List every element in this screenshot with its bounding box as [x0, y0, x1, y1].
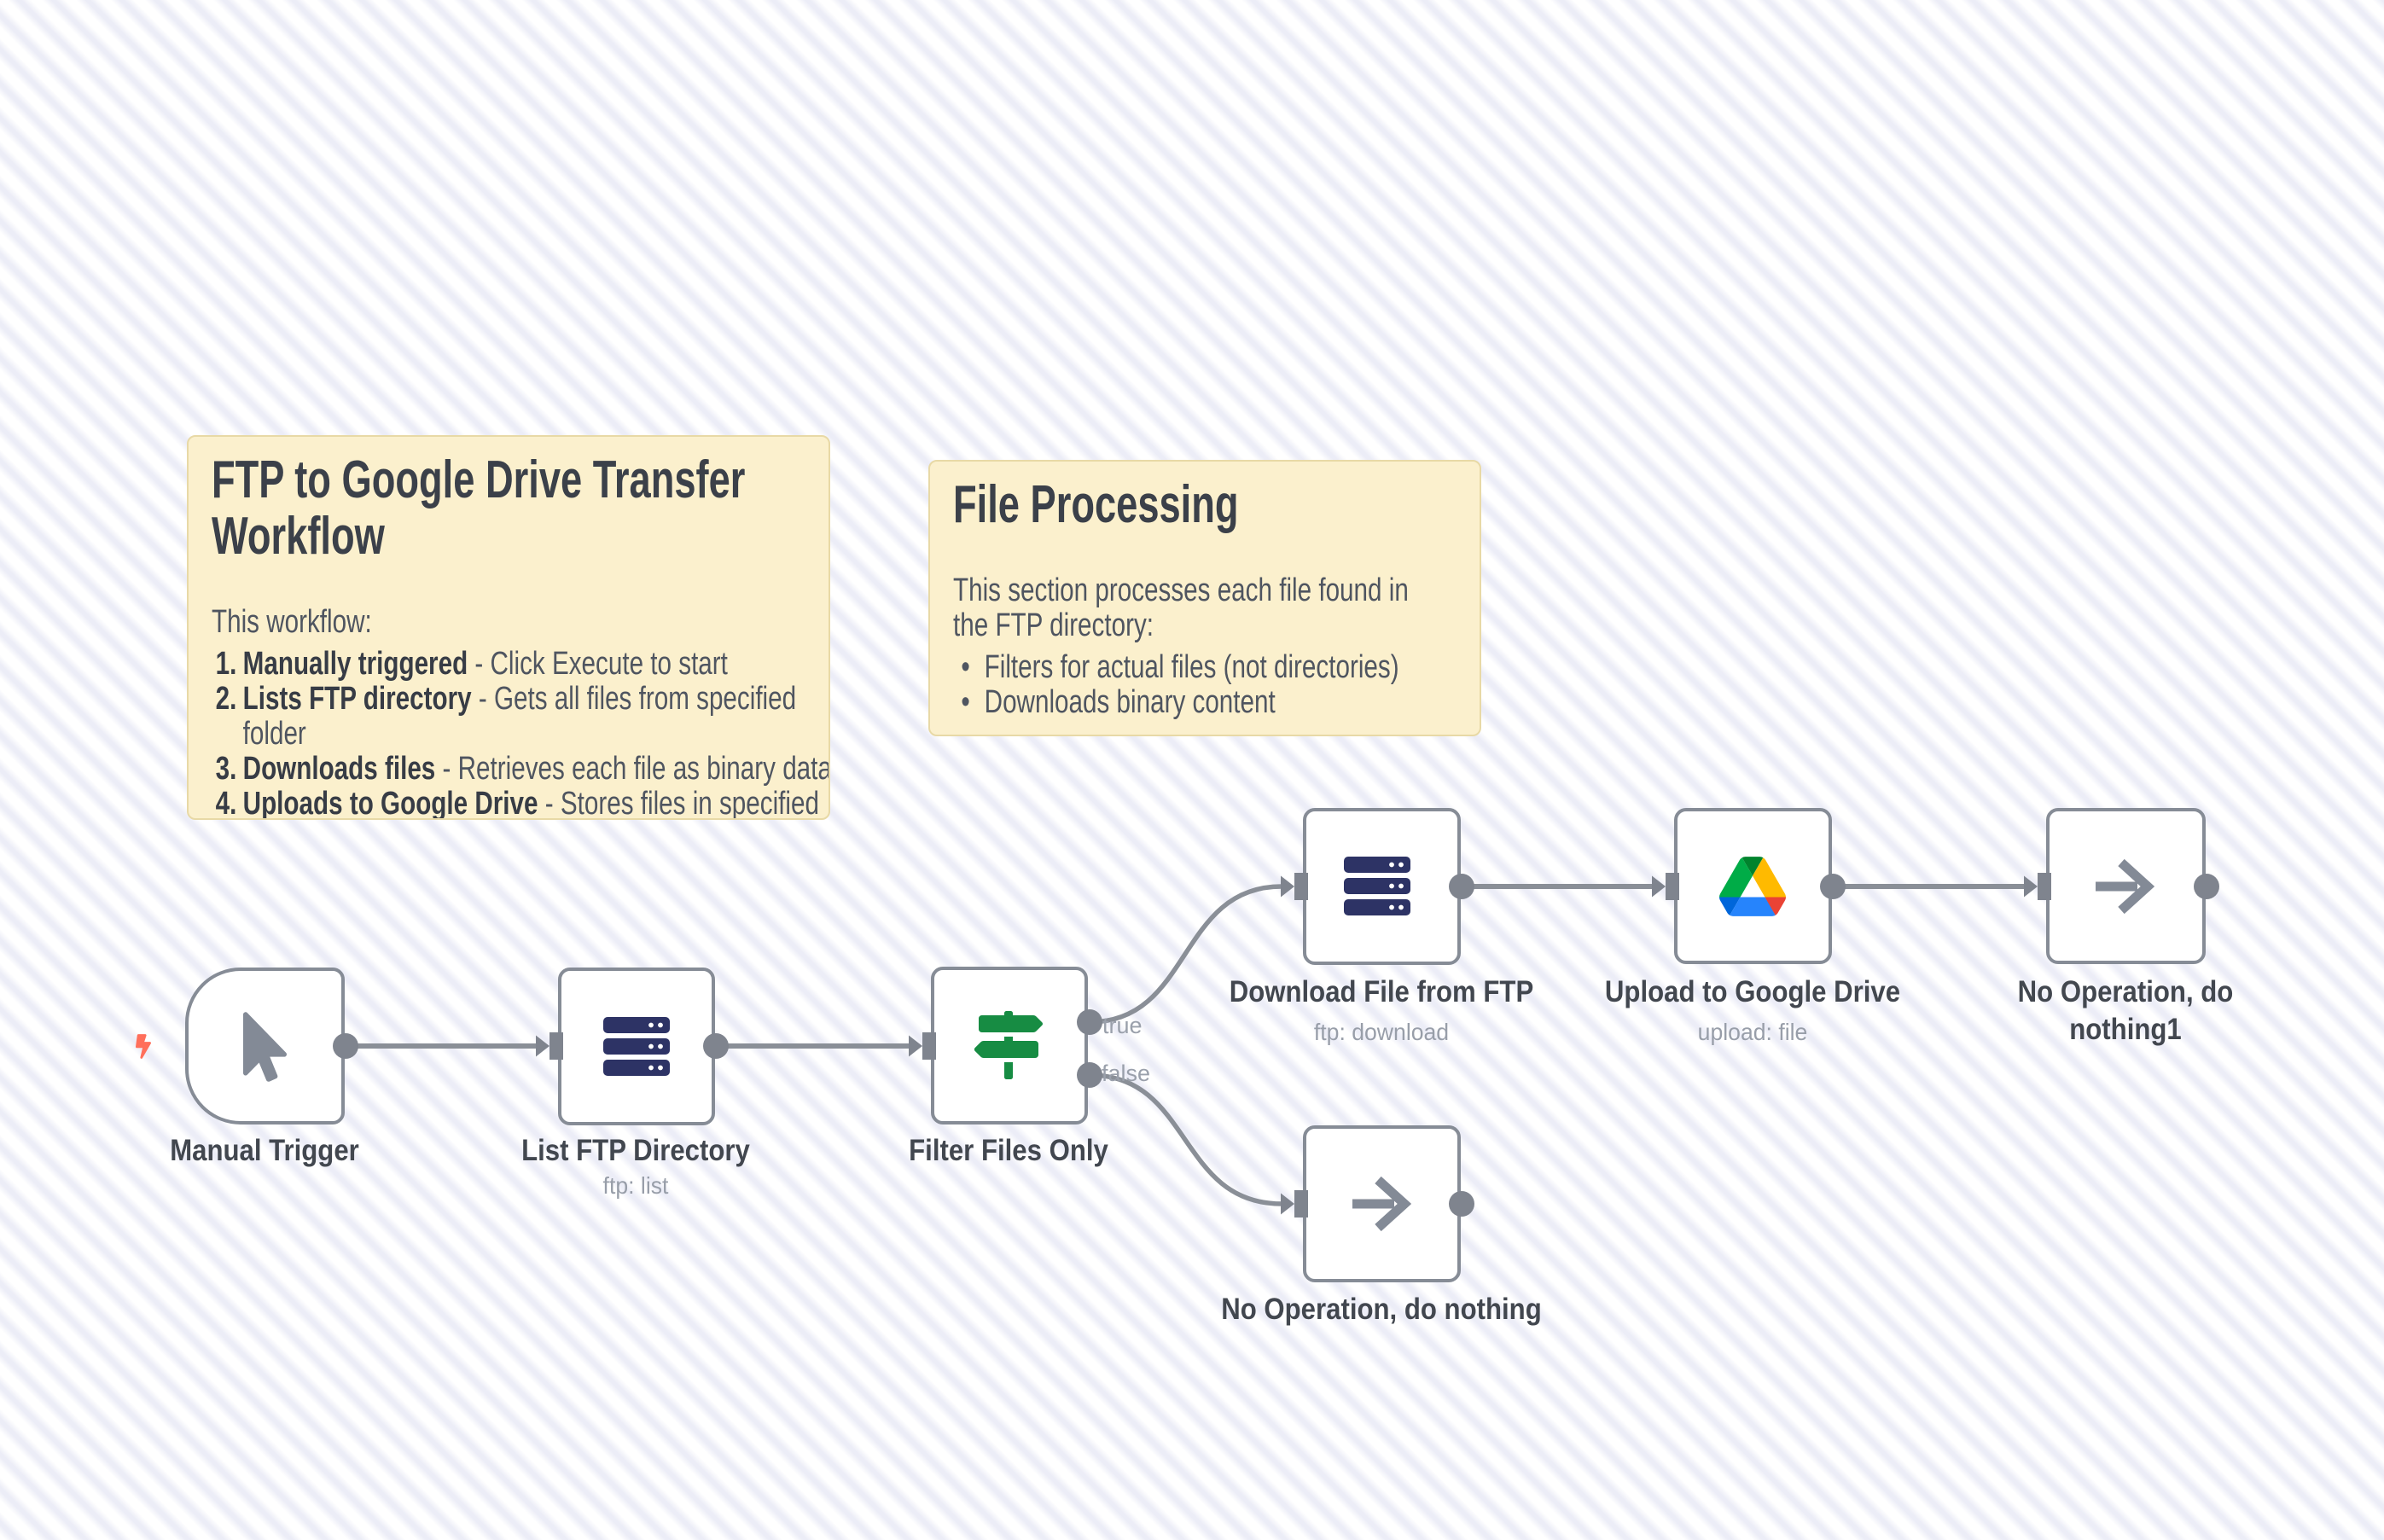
- svg-text:false: false: [1102, 1061, 1150, 1086]
- svg-text:true: true: [1102, 1013, 1143, 1038]
